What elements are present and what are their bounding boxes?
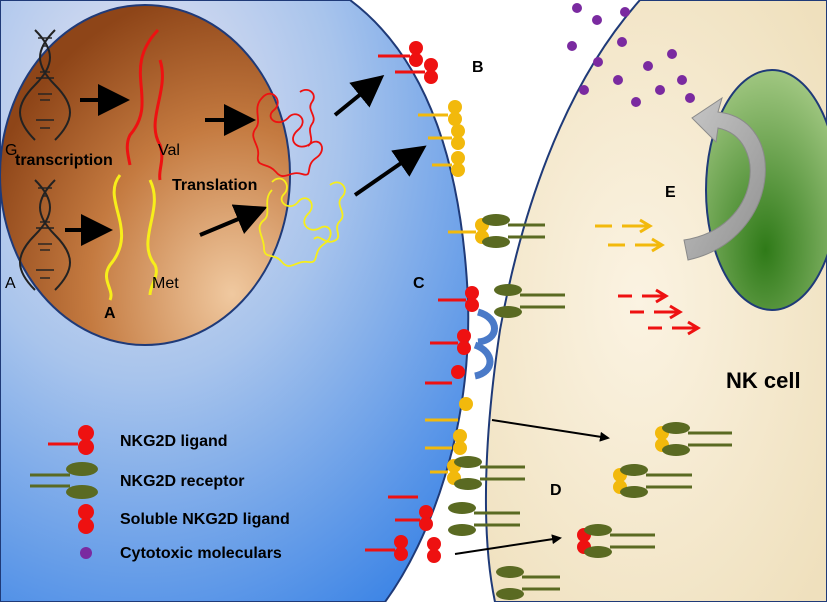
membrane-ligand	[432, 151, 465, 177]
membrane-ligand	[395, 58, 438, 84]
soluble-ligand-receptor-complex	[655, 422, 732, 456]
label-e: E	[665, 184, 676, 201]
allele-a-label: A	[5, 275, 16, 292]
legend-label: Soluble NKG2D ligand	[120, 511, 290, 528]
protein-red-icon	[252, 89, 323, 177]
label-b: B	[472, 59, 484, 76]
membrane-ligand	[425, 365, 465, 385]
legend-item-ligand: NKG2D ligand	[48, 425, 228, 455]
receptor	[496, 566, 560, 600]
dna-helix-icon	[19, 29, 71, 141]
membrane-ligand	[428, 124, 465, 150]
membrane-ligand	[365, 535, 408, 561]
legend: NKG2D ligand NKG2D receptor Soluble NKG2…	[30, 425, 290, 562]
legend-label: Cytotoxic moleculars	[120, 545, 282, 562]
ligand-receptor-pair	[438, 284, 565, 318]
cleavage-hook-icon	[476, 308, 498, 346]
rna-red-icon	[125, 28, 164, 181]
legend-item-soluble-ligand: Soluble NKG2D ligand	[78, 504, 290, 534]
nk-nucleus	[705, 69, 827, 311]
membrane-ligand	[425, 429, 467, 455]
tumor-nucleus	[0, 4, 291, 346]
label-a: A	[104, 305, 116, 322]
membrane-ligand	[418, 100, 462, 126]
rna-yellow-icon	[104, 174, 158, 301]
label-d: D	[550, 482, 562, 499]
signal-arrows-red	[618, 288, 701, 336]
cleavage-hook-icon	[473, 341, 494, 380]
translation-label: Translation	[172, 177, 257, 194]
degranulation-arrow-icon	[683, 96, 766, 261]
membrane-ligand	[430, 329, 471, 355]
soluble-ligand-icon	[78, 504, 94, 534]
allele-g-label: G	[5, 142, 17, 159]
nk-cell-label: NK cell	[726, 368, 801, 393]
cytotoxic-dot-icon	[80, 547, 92, 559]
ligand-receptor-pair	[395, 502, 520, 536]
ligand-icon	[48, 425, 94, 455]
soluble-ligand	[427, 537, 441, 563]
dna-helix-icon	[19, 179, 71, 291]
membrane-ligand	[378, 41, 423, 67]
protein-yellow-icon	[258, 177, 346, 267]
signal-arrows-yellow	[595, 218, 665, 253]
cytotoxic-molecules	[567, 3, 695, 107]
soluble-ligand-receptor-complex	[613, 464, 692, 498]
legend-label: NKG2D ligand	[120, 433, 228, 450]
legend-item-receptor: NKG2D receptor	[30, 462, 244, 499]
legend-item-cytotoxic: Cytotoxic moleculars	[80, 545, 282, 562]
receptor-icon	[30, 462, 98, 499]
ligand-receptor-pair	[430, 456, 525, 490]
soluble-ligand-receptor-complex	[577, 524, 655, 558]
legend-label: NKG2D receptor	[120, 473, 244, 490]
val-label: Val	[158, 142, 180, 159]
membrane-ligand	[425, 397, 473, 422]
ligand-receptor-pair	[448, 214, 545, 248]
label-c: C	[413, 275, 425, 292]
transcription-label: transcription	[15, 152, 113, 169]
met-label: Met	[152, 275, 179, 292]
